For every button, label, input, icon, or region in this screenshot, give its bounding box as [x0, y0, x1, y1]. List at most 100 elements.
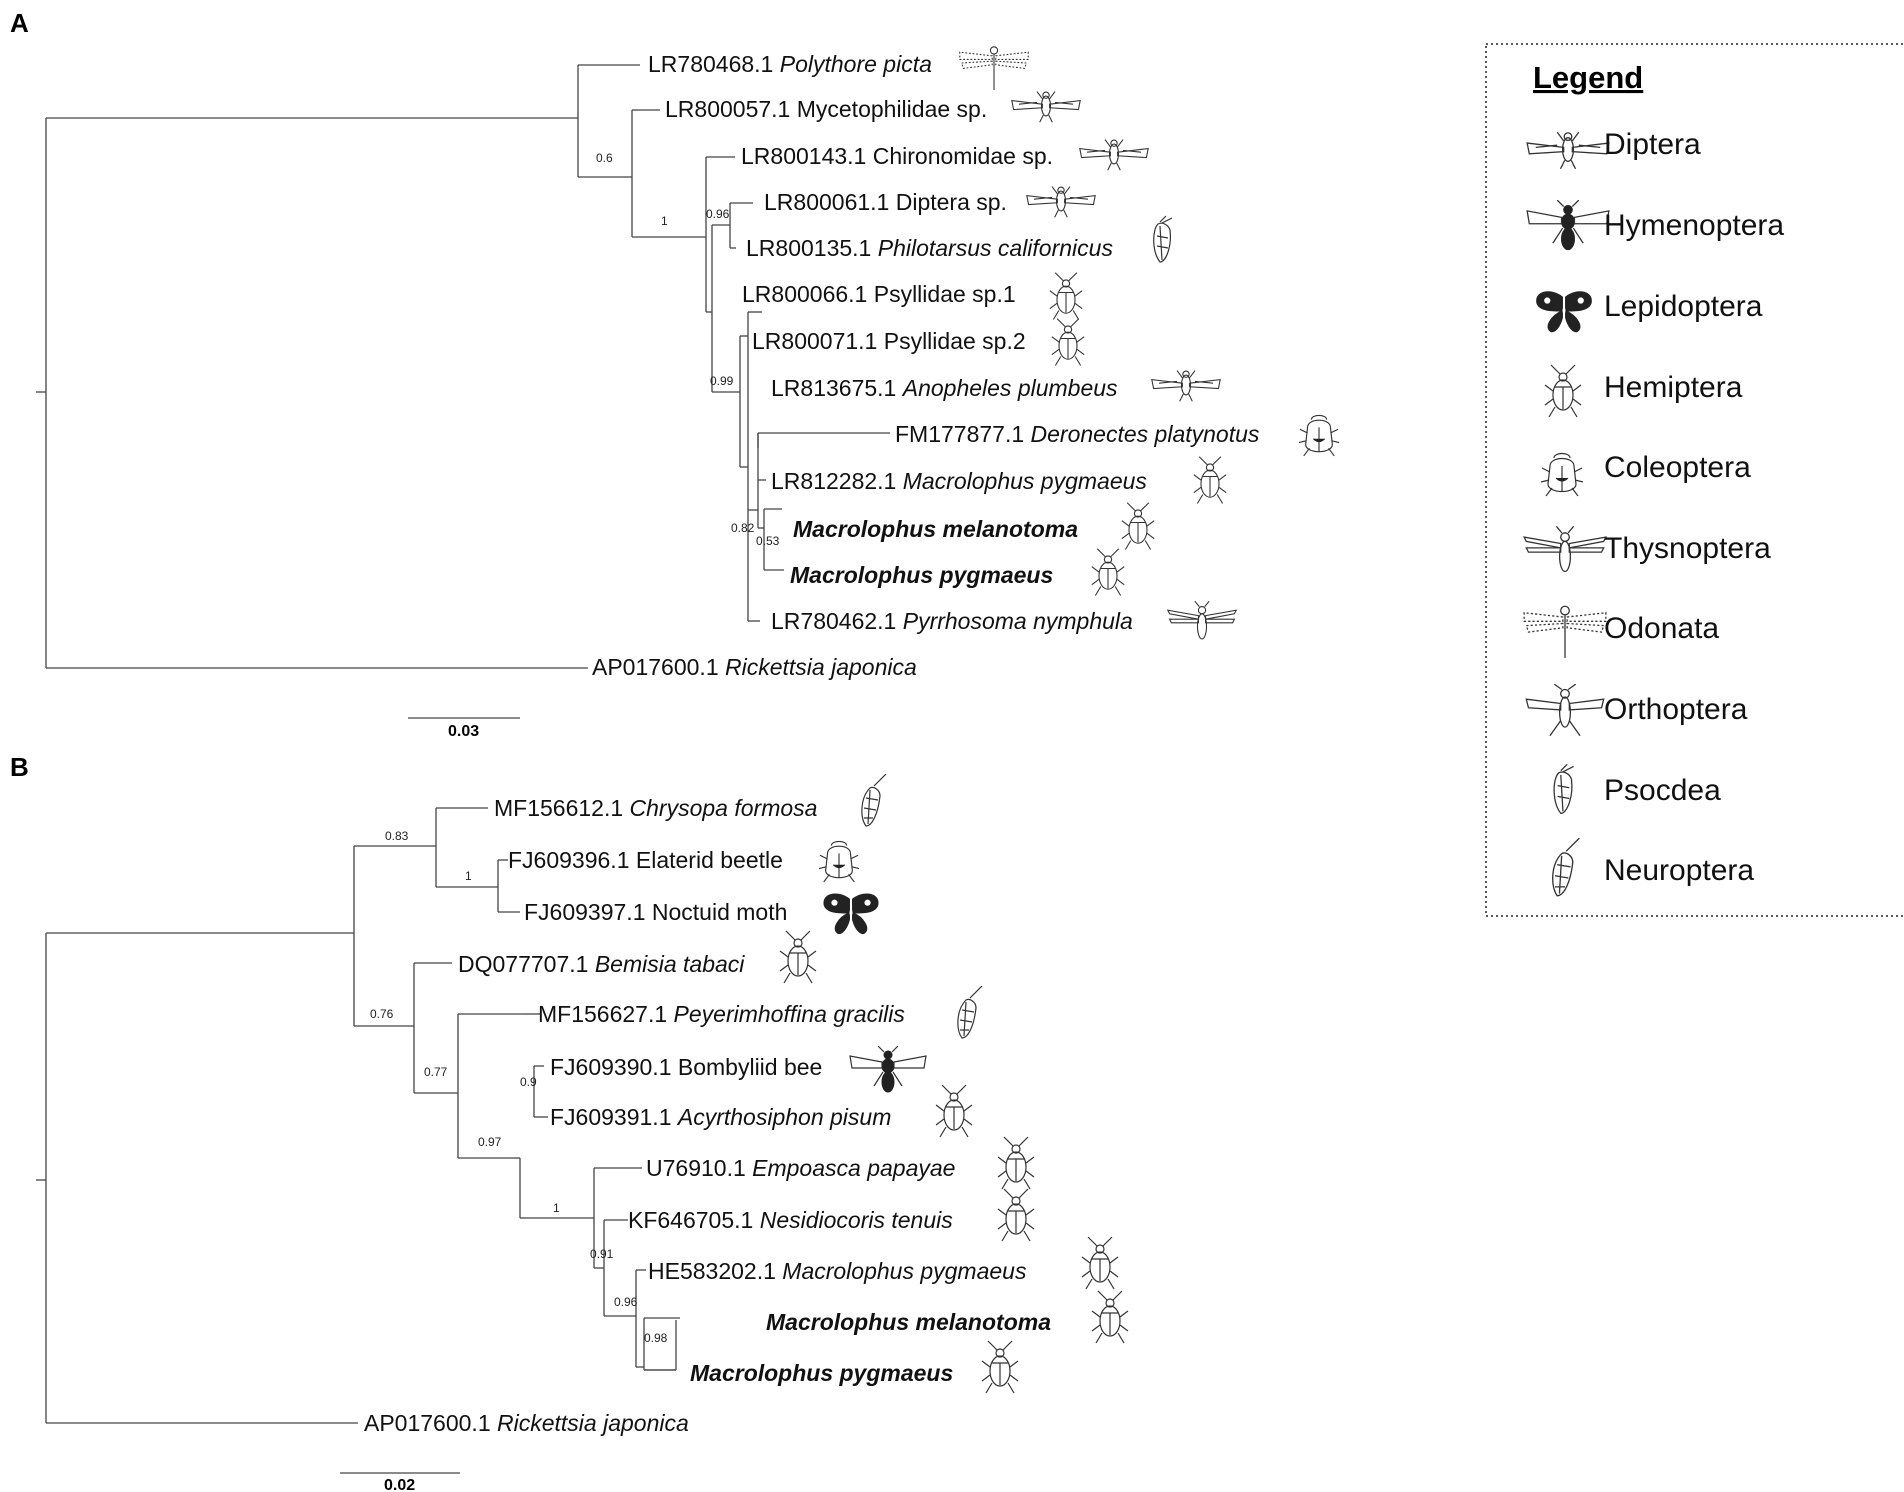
tip-label: U76910.1 Empoasca papayae	[646, 1155, 955, 1181]
lepidoptera-icon	[1535, 290, 1593, 333]
support-value: 1	[661, 214, 668, 228]
neuroptera-icon	[957, 986, 983, 1039]
tip-label-highlight: Macrolophus pygmaeus	[790, 562, 1053, 588]
coleoptera-icon	[1298, 414, 1340, 457]
diptera-icon	[1079, 139, 1149, 171]
coleoptera-icon	[1540, 452, 1584, 497]
support-value: 0.91	[590, 1247, 614, 1261]
tip-label: LR780462.1 Pyrrhosoma nymphula	[771, 608, 1133, 634]
legend-title: Legend	[1533, 60, 1643, 95]
tip-label: LR800066.1 Psyllidae sp.1	[742, 281, 1016, 307]
hemiptera-icon	[1193, 456, 1227, 505]
legend-item-label: Hymenoptera	[1604, 209, 1784, 242]
scale-bar-label: 0.03	[448, 723, 479, 740]
tip-label: LR800071.1 Psyllidae sp.2	[752, 328, 1026, 354]
legend-item-label: Neuroptera	[1604, 854, 1754, 887]
odonata-icon	[1523, 605, 1607, 658]
tip-label: MF156612.1 Chrysopa formosa	[494, 795, 817, 821]
panel-b-tips: MF156612.1 Chrysopa formosa FJ609396.1 E…	[364, 774, 1129, 1436]
legend: Legend Diptera Hymenoptera Lepidoptera H…	[1485, 43, 1904, 917]
tip-label: HE583202.1 Macrolophus pygmaeus	[648, 1258, 1027, 1284]
hemiptera-icon	[981, 1340, 1019, 1394]
diptera-icon	[1026, 186, 1096, 218]
tip-label: LR780468.1 Polythore picta	[648, 51, 932, 77]
diptera-icon	[1151, 370, 1221, 402]
legend-item-label: Orthoptera	[1604, 693, 1748, 726]
legend-item-label: Psocdea	[1604, 774, 1721, 807]
support-value: 0.6	[596, 151, 613, 165]
tip-label: KF646705.1 Nesidiocoris tenuis	[628, 1207, 953, 1233]
odonata-icon	[959, 46, 1029, 90]
tip-label-highlight: Macrolophus melanotoma	[793, 516, 1078, 542]
lepidoptera-icon	[822, 892, 880, 935]
legend-item-label: Coleoptera	[1604, 451, 1751, 484]
support-value: 0.77	[424, 1065, 448, 1079]
tip-label: FJ609391.1 Acyrthosiphon pisum	[550, 1104, 891, 1130]
hemiptera-icon	[1544, 364, 1582, 418]
tip-label: FM177877.1 Deronectes platynotus	[895, 421, 1260, 447]
tip-label: LR800061.1 Diptera sp.	[764, 189, 1007, 215]
panel-a-scale-bar: 0.03	[408, 717, 520, 740]
panel-a-branches	[36, 64, 890, 669]
hemiptera-icon	[997, 1136, 1035, 1190]
support-value: 0.97	[478, 1135, 502, 1149]
hemiptera-icon	[1091, 548, 1125, 597]
hemiptera-icon	[1081, 1236, 1119, 1290]
legend-item-label: Odonata	[1604, 612, 1719, 645]
tip-label: LR800143.1 Chironomidae sp.	[741, 143, 1053, 169]
panel-a-tips: LR780468.1 Polythore picta LR800057.1 My…	[592, 46, 1340, 680]
support-value: 0.96	[614, 1295, 638, 1309]
tip-label-highlight: Macrolophus melanotoma	[766, 1309, 1051, 1335]
panel-b-supports: 0.83 1 0.76 0.77 0.97 0.9 1 0.91 0.96 0.…	[370, 829, 668, 1345]
tip-label: FJ609390.1 Bombyliid bee	[550, 1054, 822, 1080]
neuroptera-icon	[861, 774, 887, 827]
coleoptera-icon	[818, 840, 860, 883]
support-value: 0.99	[710, 374, 734, 388]
tip-label-highlight: Macrolophus pygmaeus	[690, 1360, 953, 1386]
tip-label: LR800135.1 Philotarsus californicus	[746, 235, 1113, 261]
thysanoptera-icon	[1523, 526, 1607, 573]
panel-b-branches	[36, 807, 680, 1424]
psocodea-icon	[1553, 764, 1575, 815]
legend-item-label: Hemiptera	[1604, 371, 1743, 404]
panel-b-letter: B	[10, 752, 29, 782]
hemiptera-icon	[935, 1084, 973, 1138]
panel-b-scale-bar: 0.02	[340, 1472, 460, 1492]
diptera-icon	[1526, 131, 1610, 170]
neuroptera-icon	[1551, 838, 1581, 897]
tip-label: DQ077707.1 Bemisia tabaci	[458, 951, 745, 977]
hemiptera-icon	[1121, 502, 1155, 551]
tip-label: LR812282.1 Macrolophus pygmaeus	[771, 468, 1147, 494]
orthoptera-icon	[1525, 684, 1605, 737]
tip-label: LR800057.1 Mycetophilidae sp.	[665, 96, 987, 122]
thysanoptera-icon	[1167, 600, 1237, 640]
support-value: 1	[465, 869, 472, 883]
hemiptera-icon	[1051, 318, 1085, 367]
legend-item-label: Thysnoptera	[1604, 532, 1771, 565]
support-value: 0.53	[756, 534, 780, 548]
legend-item-label: Lepidoptera	[1604, 290, 1763, 323]
tip-label: FJ609397.1 Noctuid moth	[524, 899, 787, 925]
tip-label: AP017600.1 Rickettsia japonica	[364, 1410, 689, 1436]
panel-a-supports: 0.6 1 0.96 0.99 0.82 0.53	[596, 151, 780, 548]
support-value: 0.82	[731, 521, 755, 535]
diptera-icon	[1011, 91, 1081, 123]
tip-label: FJ609396.1 Elaterid beetle	[508, 847, 783, 873]
legend-frame	[1485, 43, 1904, 917]
support-value: 1	[553, 1201, 560, 1215]
hemiptera-icon	[997, 1188, 1035, 1242]
support-value: 0.98	[644, 1331, 668, 1345]
support-value: 0.96	[706, 207, 730, 221]
support-value: 0.76	[370, 1007, 394, 1021]
hemiptera-icon	[1049, 272, 1083, 321]
panel-a: A	[10, 8, 1340, 740]
scale-bar-label: 0.02	[384, 1477, 415, 1492]
panel-b: B	[10, 752, 1129, 1492]
tip-label: AP017600.1 Rickettsia japonica	[592, 654, 917, 680]
tip-label: MF156627.1 Peyerimhoffina gracilis	[538, 1001, 905, 1027]
hymenoptera-icon	[1526, 200, 1610, 251]
legend-item-label: Diptera	[1604, 128, 1701, 161]
support-value: 0.9	[520, 1075, 537, 1089]
hemiptera-icon	[779, 930, 817, 984]
